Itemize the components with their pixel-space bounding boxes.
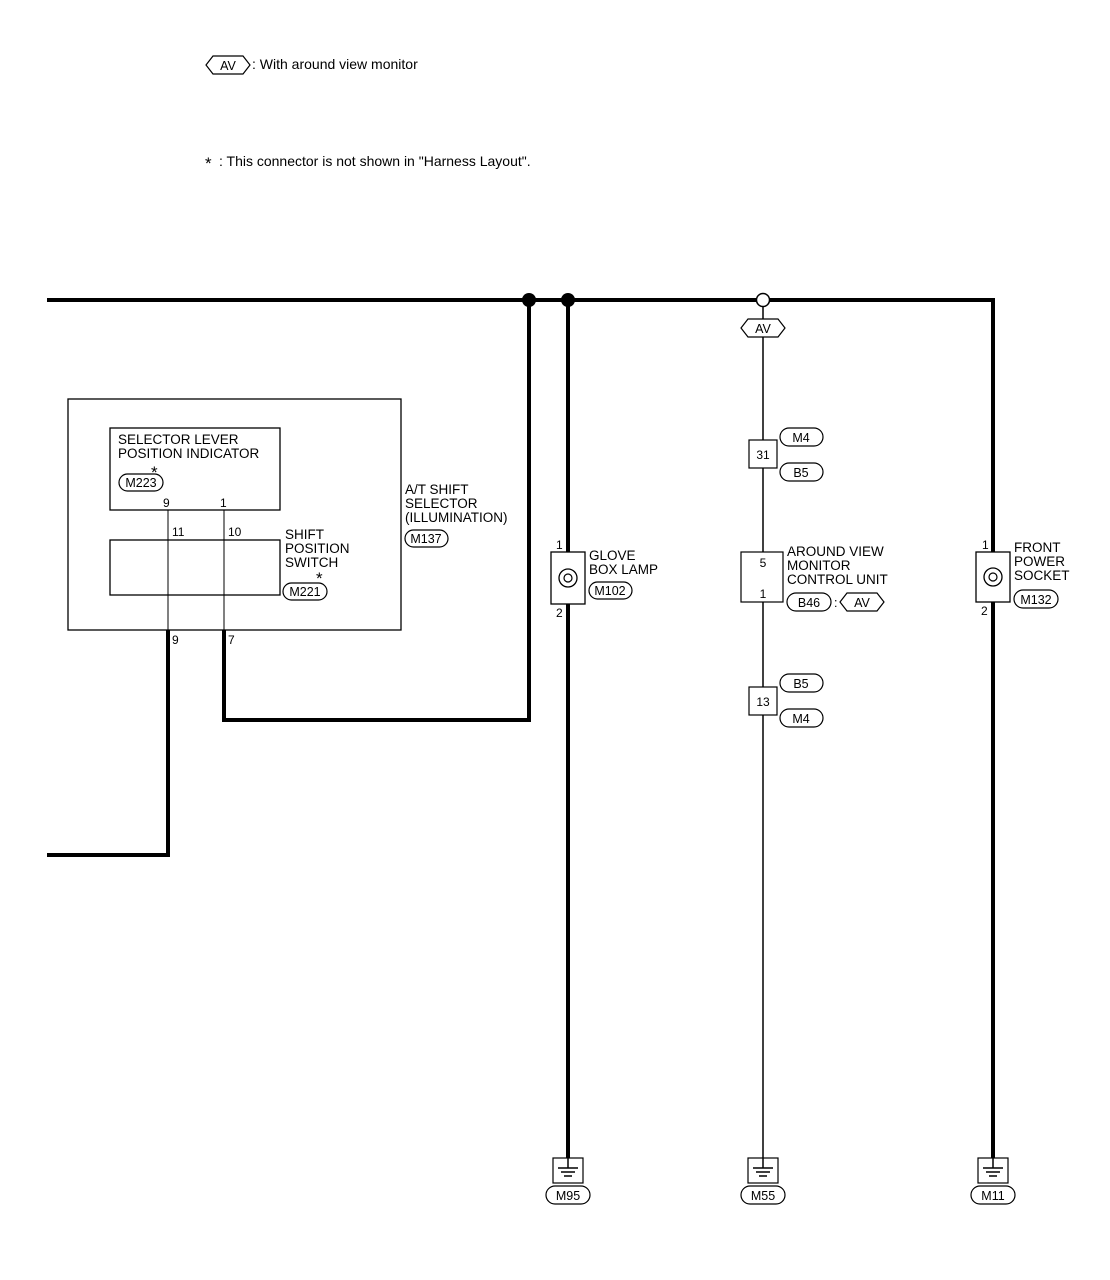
connector-b46: B46	[798, 596, 820, 610]
optional-splice-point	[755, 292, 771, 308]
selector-indicator-line1: SELECTOR LEVER	[118, 432, 239, 447]
star-icon: *	[316, 569, 323, 588]
pin-label: 7	[228, 633, 235, 647]
pin-label: 1	[556, 538, 563, 552]
harness-wire	[47, 630, 170, 857]
glove-box-lamp-line2: BOX LAMP	[589, 562, 658, 577]
connector-m221: M221	[289, 585, 320, 599]
shift-switch-line1: SHIFT	[285, 527, 324, 542]
harness-wire	[990, 298, 995, 1160]
connector-badge	[786, 592, 832, 612]
shift-switch-line3: SWITCH	[285, 555, 338, 570]
connector-badge	[118, 473, 164, 492]
legend-star: * : This connector is not shown in "Harn…	[205, 153, 531, 173]
front-power-socket-line1: FRONT	[1014, 540, 1061, 555]
junction-connector-box	[748, 439, 778, 469]
pin-label: 1	[982, 538, 989, 552]
ground-label: M11	[981, 1189, 1004, 1203]
ground-m11: M11	[970, 1157, 1016, 1205]
ground-label: M55	[751, 1189, 775, 1203]
connector-m132: M132	[1020, 593, 1051, 607]
av-monitor-line1: AROUND VIEW	[787, 544, 884, 559]
av-tag-icon	[205, 55, 251, 75]
front-power-socket-body	[975, 551, 1011, 603]
ground-m55: M55	[740, 1157, 786, 1205]
pin-label: 9	[172, 633, 179, 647]
junction-connector-box	[748, 686, 778, 716]
ground-m95: M95	[545, 1157, 591, 1205]
lamp-icon	[558, 568, 578, 588]
av-monitor-line3: CONTROL UNIT	[787, 572, 888, 587]
pin-label: 31	[756, 448, 770, 462]
pin-label: 2	[981, 604, 988, 618]
connector-badge	[545, 1185, 591, 1205]
shift-switch-box	[109, 539, 281, 596]
legend-av-symbol: AV	[220, 59, 236, 73]
connector-badge	[740, 1185, 786, 1205]
pin-label: 2	[556, 606, 563, 620]
legend-av-text: : With around view monitor	[252, 56, 418, 72]
socket-icon	[983, 567, 1003, 587]
ground-label: M95	[556, 1189, 580, 1203]
at-shift-selector-box	[67, 398, 402, 631]
connector-badge	[779, 427, 824, 447]
pin-label: 1	[220, 496, 227, 510]
pin-label: 1	[760, 587, 767, 601]
selector-indicator-box	[109, 427, 281, 511]
av-tag-icon	[839, 592, 885, 612]
connector-b5: B5	[793, 677, 808, 691]
selector-indicator-line2: POSITION INDICATOR	[118, 446, 260, 461]
connector-m102: M102	[594, 584, 625, 598]
connector-m223: M223	[125, 476, 156, 490]
av-monitor-tag: AV	[854, 596, 870, 610]
ground-box	[552, 1157, 584, 1184]
harness-wire	[222, 300, 531, 722]
glove-box-lamp-body	[550, 551, 586, 605]
connector-badge	[779, 673, 824, 693]
front-power-socket-line3: SOCKET	[1014, 568, 1070, 583]
front-power-socket-line2: POWER	[1014, 554, 1065, 569]
connector-badge	[282, 582, 328, 601]
at-shift-title-line2: SELECTOR	[405, 496, 478, 511]
lamp-filament-icon	[563, 573, 573, 583]
shift-switch-line2: POSITION	[285, 541, 350, 556]
av-branch-tag: AV	[755, 322, 771, 336]
pin-label: 13	[756, 695, 770, 709]
connector-badge	[1013, 589, 1059, 609]
star-icon: *	[205, 154, 212, 173]
pin-label: 10	[228, 525, 242, 539]
socket-inner-icon	[988, 572, 998, 582]
av-monitor-line2: MONITOR	[787, 558, 851, 573]
connector-b5: B5	[793, 466, 808, 480]
legend-av: AV : With around view monitor	[205, 55, 418, 75]
pin-label: 9	[163, 496, 170, 510]
pin-label: 5	[760, 556, 767, 570]
at-shift-title-line1: A/T SHIFT	[405, 482, 469, 497]
connector-badge	[588, 581, 633, 600]
pin-label: 11	[172, 525, 185, 539]
glove-box-lamp-line1: GLOVE	[589, 548, 636, 563]
av-tag-icon	[740, 318, 786, 338]
connector-badge	[779, 708, 824, 728]
connector-m4: M4	[792, 431, 809, 445]
connector-badge	[970, 1185, 1016, 1205]
star-icon: *	[151, 463, 158, 482]
connector-badge	[779, 462, 824, 482]
connector-badge	[404, 529, 449, 548]
connector-m4: M4	[792, 712, 809, 726]
connector-m137: M137	[410, 532, 441, 546]
at-shift-title-line3: (ILLUMINATION)	[405, 510, 508, 525]
connector-separator: :	[834, 596, 837, 610]
legend-star-text: : This connector is not shown in "Harnes…	[219, 153, 531, 169]
av-monitor-unit-box	[740, 551, 784, 603]
